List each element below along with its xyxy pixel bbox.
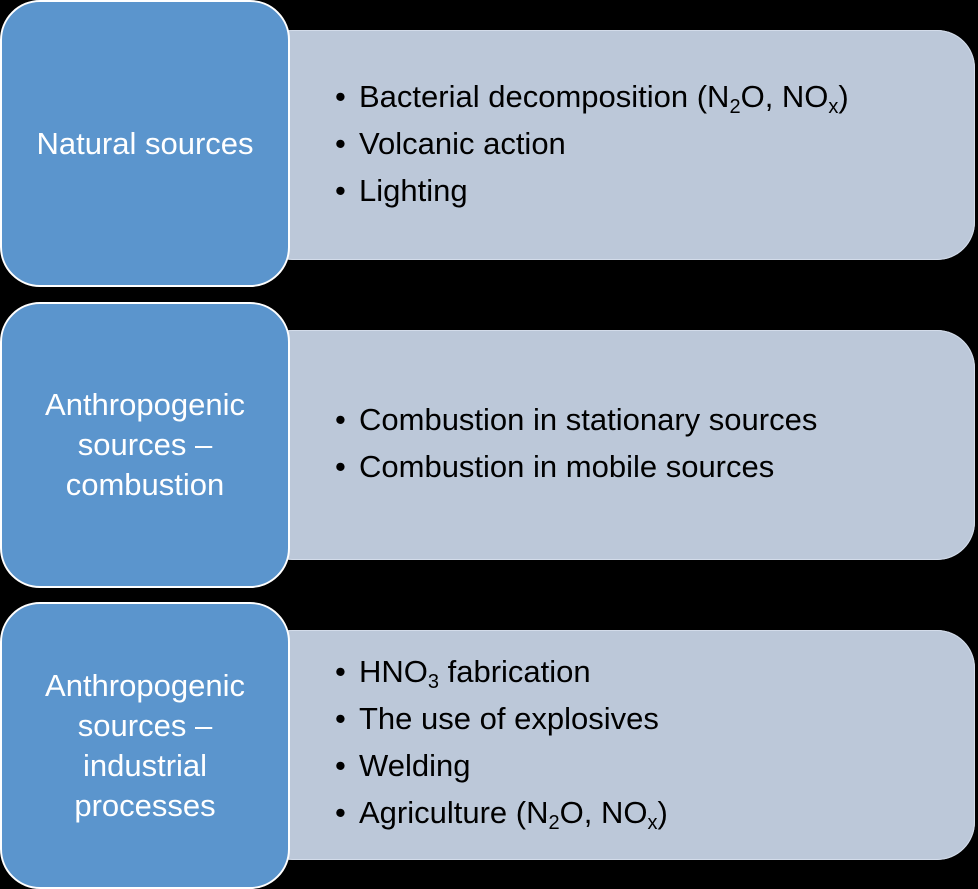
category-label: Anthropogenic sources – combustion	[45, 387, 245, 502]
list-item: •Combustion in stationary sources	[335, 396, 817, 443]
list-item: •The use of explosives	[335, 695, 668, 742]
list-item: •Lighting	[335, 167, 849, 214]
bullet-icon: •	[335, 173, 346, 208]
bullet-icon: •	[335, 79, 346, 114]
category-label: Anthropogenic sources – industrial proce…	[45, 667, 245, 823]
list-item: •Bacterial decomposition (N2O, NOx)	[335, 73, 849, 120]
bullet-icon: •	[335, 449, 346, 484]
detail-box	[255, 30, 975, 260]
bullet-list: •Bacterial decomposition (N2O, NOx) •Vol…	[335, 73, 849, 214]
list-item: •HNO3 fabrication	[335, 648, 668, 695]
bullet-icon: •	[335, 126, 346, 161]
list-item: •Agriculture (N2O, NOx)	[335, 789, 668, 836]
category-box: Natural sources	[0, 0, 290, 287]
bullet-icon: •	[335, 654, 346, 689]
bullet-list: •Combustion in stationary sources •Combu…	[335, 396, 817, 490]
category-box: Anthropogenic sources – industrial proce…	[0, 602, 290, 889]
category-box: Anthropogenic sources – combustion	[0, 302, 290, 588]
bullet-list: •HNO3 fabrication •The use of explosives…	[335, 648, 668, 836]
detail-box	[255, 630, 975, 860]
bullet-icon: •	[335, 795, 346, 830]
list-item: •Volcanic action	[335, 120, 849, 167]
bullet-icon: •	[335, 748, 346, 783]
list-item: •Combustion in mobile sources	[335, 443, 817, 490]
detail-box	[255, 330, 975, 560]
bullet-icon: •	[335, 402, 346, 437]
category-label: Natural sources	[36, 125, 254, 161]
list-item: •Welding	[335, 742, 668, 789]
bullet-icon: •	[335, 701, 346, 736]
